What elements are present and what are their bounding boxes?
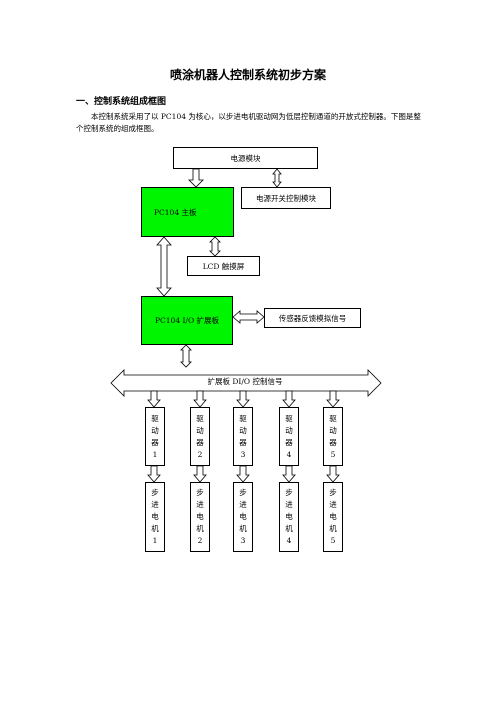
motor-2-char: 2	[197, 536, 203, 545]
driver-5-char: 5	[330, 449, 336, 459]
driver-1-char: 动	[151, 425, 159, 435]
main-board-label: PC104 主板	[154, 207, 197, 217]
io-board-label: PC104 I/O 扩展板	[154, 316, 219, 325]
driver-5-char: 器	[329, 437, 337, 447]
motor-2-char: 机	[196, 524, 204, 533]
driver-box-3: 驱 动 器 3	[233, 407, 253, 466]
motor-5-char: 进	[329, 500, 337, 509]
driver-box-4: 驱 动 器 4	[279, 407, 299, 466]
arrow-mainboard-to-lcd	[209, 236, 221, 257]
motor-2-char: 进	[196, 500, 204, 509]
motor-5-char: 步	[329, 488, 337, 497]
driver-2-char: 动	[196, 425, 204, 435]
driver-3-char: 动	[239, 425, 247, 435]
sensor-label: 传感器反馈模拟信号	[278, 313, 347, 323]
motor-2-char: 步	[196, 488, 204, 497]
motor-3-char: 步	[239, 488, 247, 497]
section-paragraph: 本控制系统采用了以 PC104 为核心，以步进电机驱动网为低层控制通道的开放式控…	[76, 112, 421, 133]
driver-5-char: 动	[329, 425, 337, 435]
motor-box-1: 步 进 电 机 1	[145, 482, 165, 552]
motor-5-char: 机	[329, 524, 337, 533]
motor-1-char: 进	[151, 500, 159, 509]
driver-3-char: 3	[240, 449, 246, 459]
driver-1-char: 驱	[151, 413, 159, 423]
driver-4-char: 4	[286, 449, 292, 459]
motor-4-char: 机	[285, 524, 293, 533]
arrow-power-to-mainboard	[188, 168, 204, 188]
motor-box-4: 步 进 电 机 4	[279, 482, 299, 552]
driver-4-char: 动	[285, 425, 293, 435]
arrow-power-to-switch	[272, 168, 282, 188]
driver-2-char: 驱	[196, 413, 204, 423]
bus-label: 扩展板 DI/O 控制信号	[207, 377, 283, 386]
motor-4-char: 步	[285, 488, 293, 497]
motor-1-char: 1	[152, 536, 158, 545]
lcd-box: LCD 触摸屏	[187, 256, 260, 276]
motor-5-char: 5	[330, 536, 336, 545]
motor-3-char: 电	[239, 512, 247, 521]
motor-3-char: 3	[240, 536, 246, 545]
driver-to-motor-arrows	[147, 465, 340, 483]
motor-1-char: 电	[151, 512, 159, 521]
motor-4-char: 电	[285, 512, 293, 521]
lcd-label: LCD 触摸屏	[202, 261, 245, 271]
document-title: 喷涂机器人控制系统初步方案	[169, 68, 326, 82]
power-switch-module-box: 电源开关控制模块	[241, 187, 331, 209]
motor-1-char: 机	[151, 524, 159, 533]
bus-arrow	[110, 369, 382, 397]
power-module-box: 电源模块	[173, 147, 318, 169]
driver-box-5: 驱 动 器 5	[323, 407, 343, 466]
bus-to-driver-arrows	[147, 390, 340, 408]
driver-4-char: 器	[285, 437, 293, 447]
driver-1-char: 1	[152, 449, 158, 459]
power-switch-module-label: 电源开关控制模块	[256, 193, 316, 203]
driver-3-char: 器	[239, 437, 247, 447]
motor-4-char: 进	[285, 500, 293, 509]
driver-3-char: 驱	[239, 413, 247, 423]
motor-3-char: 进	[239, 500, 247, 509]
driver-5-char: 驱	[329, 413, 337, 423]
main-board-box: PC104 主板	[141, 187, 234, 237]
io-board-box: PC104 I/O 扩展板	[141, 296, 233, 345]
arrow-ioboard-to-sensor	[232, 310, 265, 324]
motor-box-2: 步 进 电 机 2	[190, 482, 210, 552]
driver-1-char: 器	[151, 437, 159, 447]
motor-5-char: 电	[329, 512, 337, 521]
motor-box-3: 步 进 电 机 3	[233, 482, 253, 552]
section-heading: 一、控制系统组成框图	[76, 97, 167, 107]
driver-4-char: 驱	[285, 413, 293, 423]
driver-box-1: 驱 动 器 1	[145, 407, 165, 466]
motor-3-char: 机	[239, 524, 247, 533]
motor-2-char: 电	[196, 512, 204, 521]
sensor-box: 传感器反馈模拟信号	[264, 308, 361, 328]
driver-2-char: 2	[197, 449, 203, 459]
arrow-ioboard-to-bus	[180, 344, 192, 368]
driver-2-char: 器	[196, 437, 204, 447]
motor-box-5: 步 进 电 机 5	[323, 482, 343, 552]
power-module-label: 电源模块	[230, 153, 261, 163]
driver-box-2: 驱 动 器 2	[190, 407, 210, 466]
motor-1-char: 步	[151, 488, 159, 497]
arrow-mainboard-to-ioboard	[156, 236, 172, 297]
motor-4-char: 4	[286, 536, 292, 545]
